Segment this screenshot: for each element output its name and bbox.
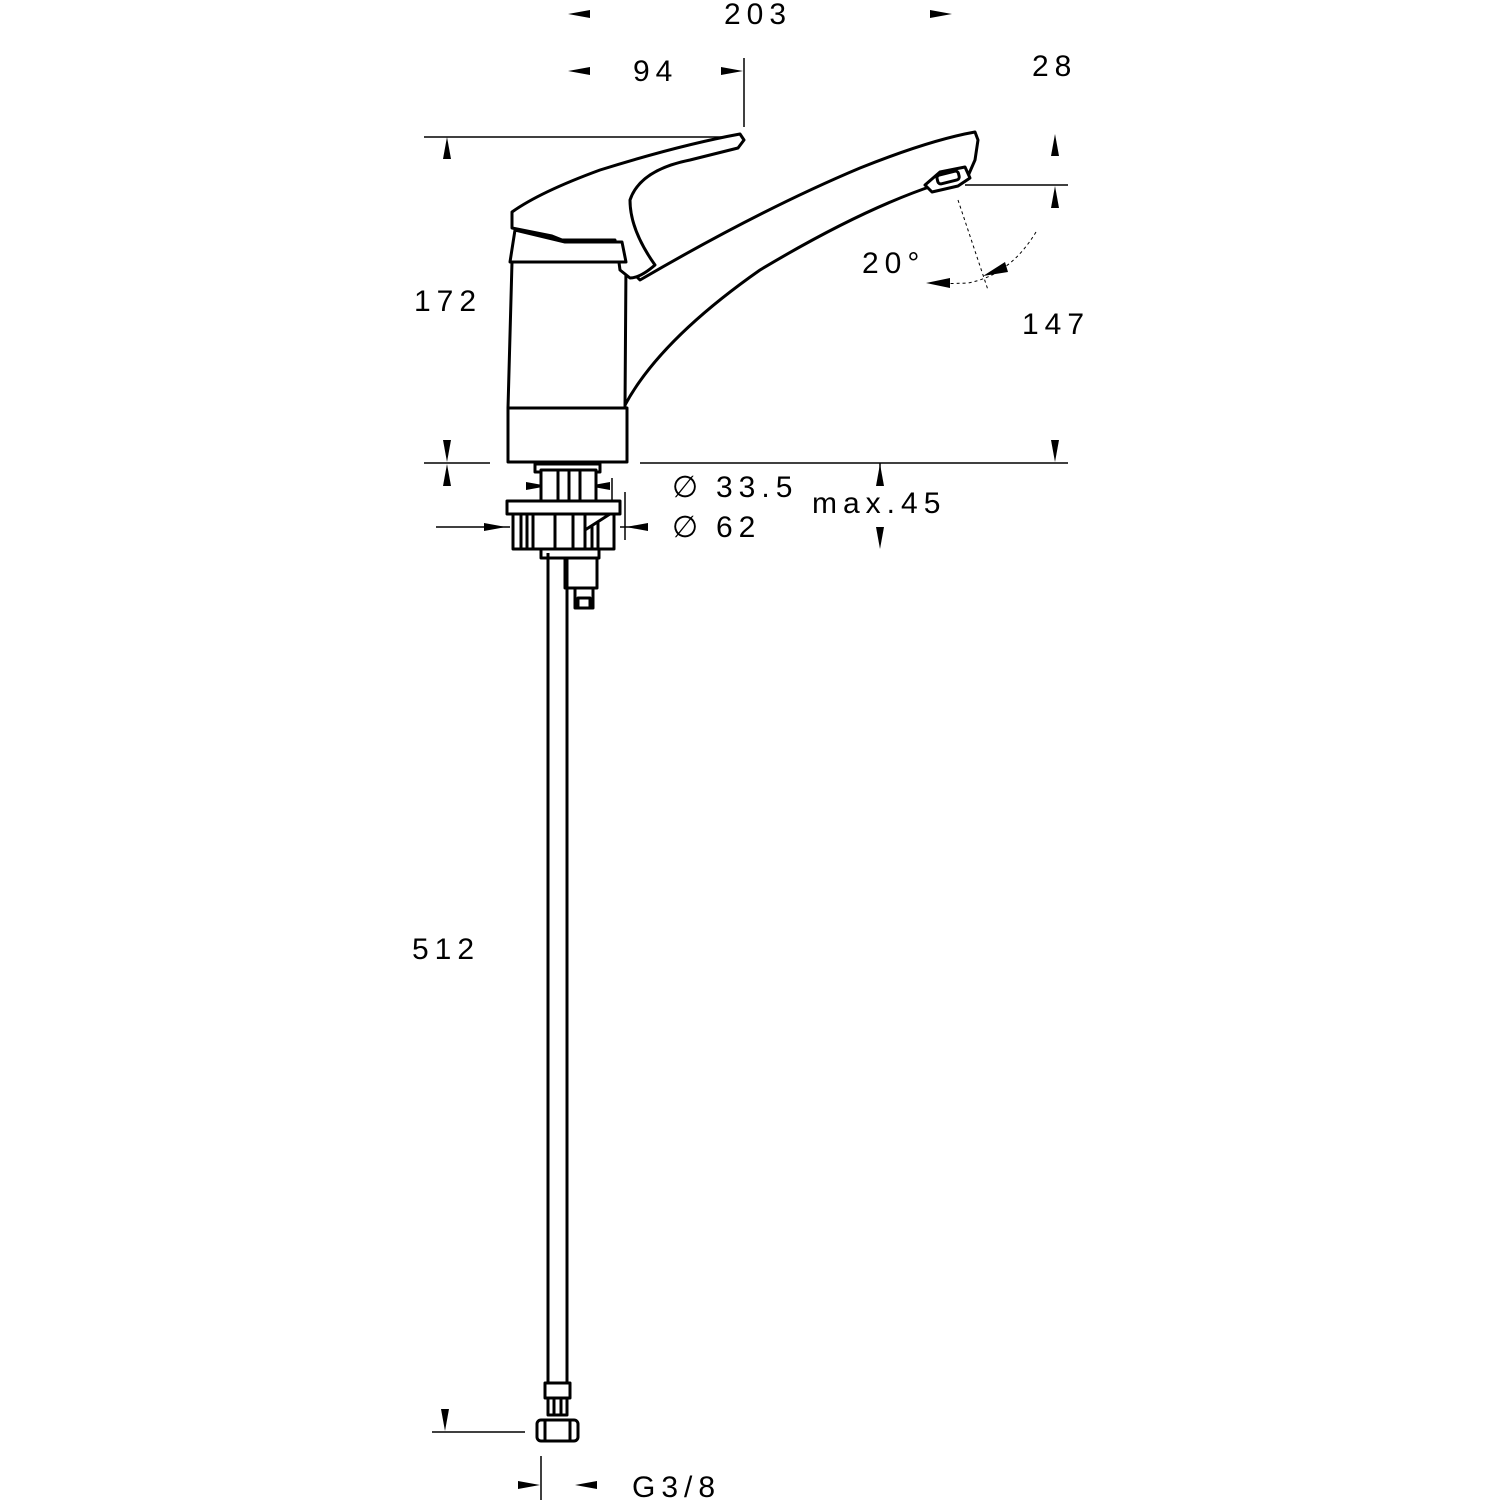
dimension-labels: 203 94 28 172 147 20° ∅ 33.5 ∅ 62 max.45… (412, 0, 1090, 1500)
dim-base-diameter: 62 (716, 511, 761, 544)
arrow-angle-left-icon (926, 278, 950, 288)
fixing-bolt (563, 556, 599, 590)
arrow-172-bottom-out-icon (443, 464, 451, 486)
arrow-28-bottom-icon (1051, 186, 1059, 208)
arrow-147-bottom-icon (1051, 440, 1059, 462)
dim-hose-thread: G3/8 (632, 1471, 721, 1500)
dim-overall-length: 203 (724, 0, 792, 31)
arrow-thread-right-icon (575, 1481, 597, 1489)
arrow-angle-right-icon (983, 262, 1008, 276)
dim-body-height: 172 (414, 285, 482, 318)
arrow-172-top-icon (443, 137, 451, 159)
dim-shank-diameter: 33.5 (716, 471, 798, 504)
faucet-body (506, 130, 980, 464)
arrow-172-bottom-icon (443, 440, 451, 462)
spout (618, 130, 980, 407)
arrow-28-top-icon (1051, 134, 1059, 156)
dim-swivel-angle: 20° (862, 247, 925, 280)
dim-max-deck-thickness: max.45 (812, 487, 946, 520)
arrow-94-right-icon (721, 67, 743, 75)
body-column (506, 260, 628, 410)
dim-spout-outlet-height: 147 (1022, 308, 1090, 341)
dimension-lines (424, 10, 1068, 1500)
arrow-deck-bottom-icon (876, 527, 884, 549)
dim-spout-tip-height: 28 (1032, 50, 1077, 83)
mounting-assembly (505, 462, 622, 610)
dim-base-diameter-symbol: ∅ (672, 511, 704, 544)
supply-hose (535, 553, 580, 1443)
lever-collar (508, 228, 628, 264)
dim-lever-offset: 94 (633, 55, 678, 88)
dim-shank-diameter-symbol: ∅ (672, 471, 704, 504)
mounting-nut (505, 499, 622, 516)
arrow-203-left-icon (568, 10, 590, 18)
arrow-203-right-icon (930, 10, 952, 18)
arrow-94-left-icon (568, 67, 590, 75)
arrow-shank-left-icon (526, 482, 548, 490)
hose-nut (535, 1418, 580, 1443)
lever-handle (510, 132, 746, 280)
dim-hose-length: 512 (412, 933, 480, 966)
arrow-shank-right-icon (588, 482, 610, 490)
arrow-thread-left-icon (518, 1481, 540, 1489)
arrow-base-right-icon (626, 523, 648, 531)
arrow-512-bottom-icon (441, 1409, 449, 1431)
arrow-deck-top-icon (876, 464, 884, 486)
arrow-base-left-icon (484, 523, 506, 531)
base-ring (506, 406, 629, 464)
